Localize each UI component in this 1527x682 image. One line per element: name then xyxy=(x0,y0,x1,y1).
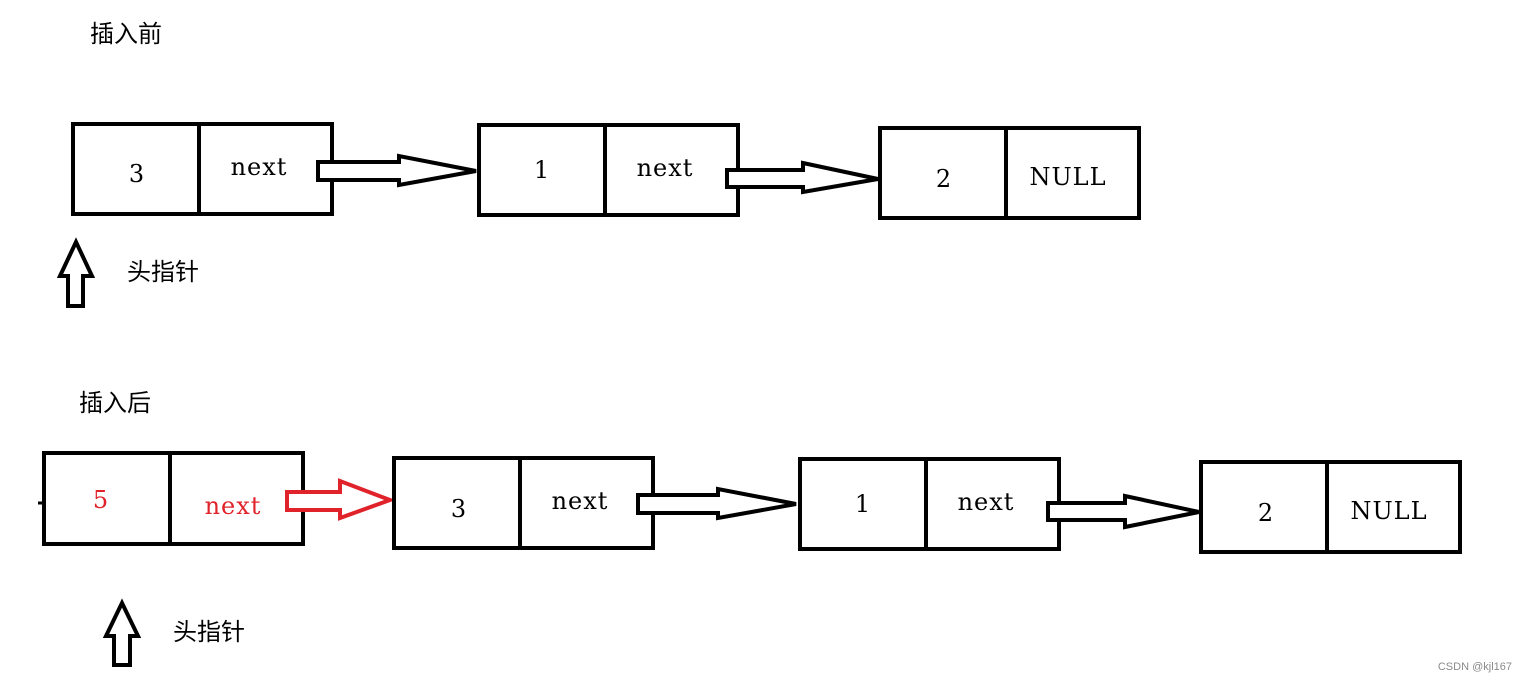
after-node-4-value: 2 xyxy=(1258,499,1274,527)
before-node-2-value: 1 xyxy=(534,156,550,184)
after-node-4-next: NULL xyxy=(1350,497,1427,525)
after-node-2-next: next xyxy=(552,487,609,515)
before-node-2: 1 next xyxy=(477,123,740,217)
before-arrow-1 xyxy=(316,153,477,188)
after-arrow-new-link xyxy=(285,478,396,521)
before-node-2-next: next xyxy=(637,154,694,182)
before-node-1: 3 next xyxy=(71,122,334,216)
after-node-1-next: next xyxy=(205,492,262,520)
after-node-2-value: 3 xyxy=(451,495,467,523)
before-node-3-value: 2 xyxy=(936,165,952,193)
after-arrow-2 xyxy=(636,486,797,521)
before-head-pointer-label: 头指针 xyxy=(127,258,199,286)
after-node-3-value: 1 xyxy=(855,490,871,518)
after-head-pointer-label: 头指针 xyxy=(173,618,245,646)
before-node-3-next: NULL xyxy=(1029,163,1106,191)
heading-after: 插入后 xyxy=(79,389,151,417)
after-arrow-3 xyxy=(1046,493,1200,530)
after-node-2: 3 next xyxy=(392,456,655,550)
after-head-pointer-arrow xyxy=(102,598,142,667)
before-node-1-next: next xyxy=(231,153,288,181)
after-node-1-new: 5 next xyxy=(42,451,305,546)
before-node-1-value: 3 xyxy=(129,160,145,188)
before-arrow-2 xyxy=(725,160,879,195)
after-node-4: 2 NULL xyxy=(1199,460,1462,554)
heading-before: 插入前 xyxy=(90,20,162,48)
after-node-3: 1 next xyxy=(798,457,1061,551)
watermark: CSDN @kjl167 xyxy=(1438,661,1512,673)
before-node-3: 2 NULL xyxy=(878,126,1141,220)
after-node-1-value: 5 xyxy=(93,486,109,514)
before-head-pointer-arrow xyxy=(56,237,96,308)
after-node-3-next: next xyxy=(958,488,1015,516)
